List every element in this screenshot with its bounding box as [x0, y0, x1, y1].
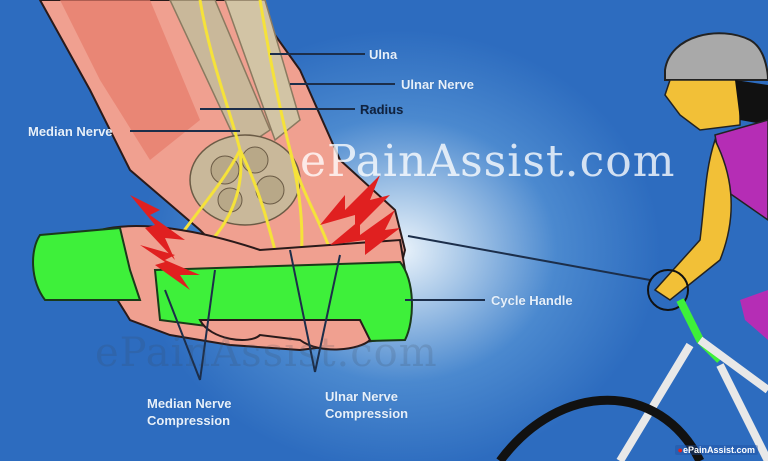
hair — [735, 80, 768, 125]
corner-logo-text: ePainAssist.com — [682, 445, 755, 455]
median-compression-line2: Compression — [147, 413, 231, 428]
bike-frame — [616, 336, 768, 461]
handle-highlight-circle — [647, 269, 689, 311]
carpal-bones — [189, 134, 301, 226]
label-cycle-handle: Cycle Handle — [491, 293, 573, 308]
label-median-nerve-compression: Median Nerve Compression — [147, 395, 232, 429]
forearm-shade — [60, 0, 200, 160]
label-ulnar-nerve-compression: Ulnar Nerve Compression — [325, 388, 408, 422]
tire — [496, 395, 705, 461]
radius-bone — [224, 0, 301, 142]
ulnar-compression-line1: Ulnar Nerve — [325, 389, 398, 404]
cyclist-face — [664, 79, 741, 131]
watermark-faint: ePainAssist.com — [95, 330, 438, 376]
corner-logo: ●ePainAssist.com — [674, 445, 758, 455]
label-radius: Radius — [360, 102, 404, 117]
helmet — [664, 32, 768, 81]
label-ulna: Ulna — [369, 47, 398, 62]
watermark: ePainAssist.com — [300, 136, 676, 187]
ulna-bone — [169, 0, 271, 152]
fingers — [198, 319, 372, 351]
logo-dot-icon: ● — [677, 445, 683, 455]
cyclist — [496, 32, 768, 461]
leader-lines — [130, 53, 651, 381]
label-median-nerve: Median Nerve — [28, 124, 113, 139]
cyclist-arm — [653, 138, 732, 301]
ulnar-compression-line2: Compression — [325, 406, 409, 421]
pain-bolts — [130, 175, 400, 290]
label-ulnar-nerve: Ulnar Nerve — [401, 77, 474, 92]
handle-left — [32, 226, 142, 301]
cyclist-leg — [740, 290, 768, 340]
median-compression-line1: Median Nerve — [147, 396, 232, 411]
